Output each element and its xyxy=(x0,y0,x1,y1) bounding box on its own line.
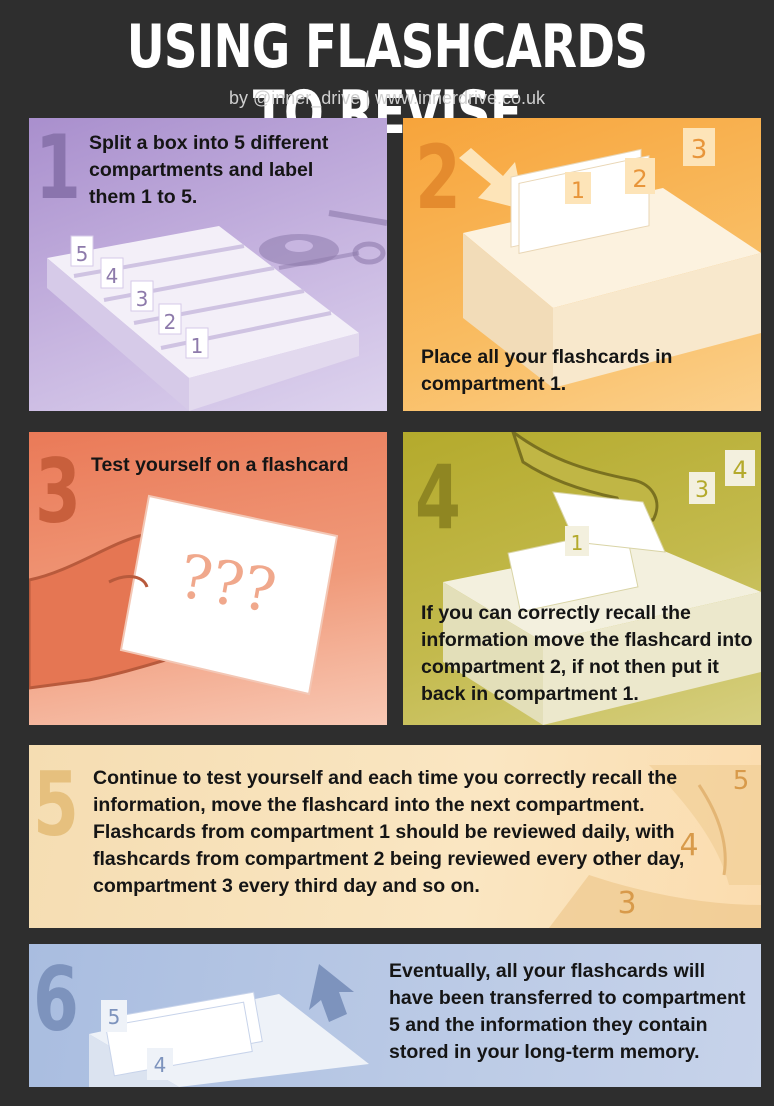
flashcard xyxy=(119,494,339,696)
step-text: Place all your flashcards in compartment… xyxy=(421,346,673,395)
compartment-label: 2 xyxy=(632,165,647,193)
full-compartment-illustration: 5 4 xyxy=(89,964,369,1087)
step-text: If you can correctly recall the informat… xyxy=(421,602,753,705)
compartment-label: 4 xyxy=(106,264,119,288)
down-arrow-icon xyxy=(459,148,525,210)
compartment-label: 1 xyxy=(571,179,585,204)
step-number: 1 xyxy=(35,118,81,219)
step-number: 4 xyxy=(415,446,461,549)
step-text: Split a box into 5 different compartment… xyxy=(89,132,329,208)
step-4-panel: 1 3 4 4 If you can correctly recall the … xyxy=(403,432,761,725)
compartment-label: 3 xyxy=(691,135,708,165)
moving-flashcard-illustration: 1 3 4 xyxy=(443,432,761,725)
compartment-label: 1 xyxy=(571,531,584,555)
step-3-panel: ??? 3 Test yourself on a flashcard xyxy=(29,432,387,725)
step-1-panel: 5 4 3 2 1 1 Split a box into 5 different… xyxy=(29,118,387,411)
step-number: 6 xyxy=(33,948,79,1051)
compartment-label: 3 xyxy=(695,478,709,503)
step-number: 2 xyxy=(415,126,461,229)
compartment-label: 1 xyxy=(191,334,204,358)
step-2-panel: 1 2 3 2 Place all your flashcards in com… xyxy=(403,118,761,411)
compartment-label: 5 xyxy=(733,766,750,796)
step-number: 5 xyxy=(33,753,79,856)
step-5-panel: 5 4 3 5 Continue to test yourself and ea… xyxy=(29,745,761,928)
compartment-label: 5 xyxy=(108,1005,121,1029)
step-number: 3 xyxy=(35,440,81,543)
compartment-label: 4 xyxy=(679,828,698,863)
step-text: Test yourself on a flashcard xyxy=(91,454,349,476)
question-marks: ??? xyxy=(174,541,281,627)
compartment-label: 4 xyxy=(732,456,747,484)
step-text: Eventually, all your flashcards will hav… xyxy=(389,960,746,1063)
compartment-box-illustration: 5 4 3 2 1 xyxy=(47,210,387,411)
compartment-label: 3 xyxy=(136,287,149,311)
compartment-label: 2 xyxy=(164,310,177,334)
step-6-panel: 5 4 6 Eventually, all your flashcards wi… xyxy=(29,944,761,1087)
hand-holding-card-illustration: ??? xyxy=(29,494,339,696)
byline: by @inner_drive | www.innerdrive.co.uk xyxy=(228,88,546,108)
compartment-label: 3 xyxy=(617,886,636,921)
step-text: Continue to test yourself and each time … xyxy=(93,767,685,897)
arrow-icon xyxy=(309,964,354,1022)
page-title: USING FLASHCARDS TO REVISE xyxy=(126,12,648,148)
compartment-label: 4 xyxy=(154,1053,167,1077)
compartment-label: 5 xyxy=(76,242,89,266)
flashcard-box-illustration: 1 2 3 xyxy=(459,128,761,388)
compartment-strip-illustration: 5 4 3 xyxy=(549,765,761,928)
